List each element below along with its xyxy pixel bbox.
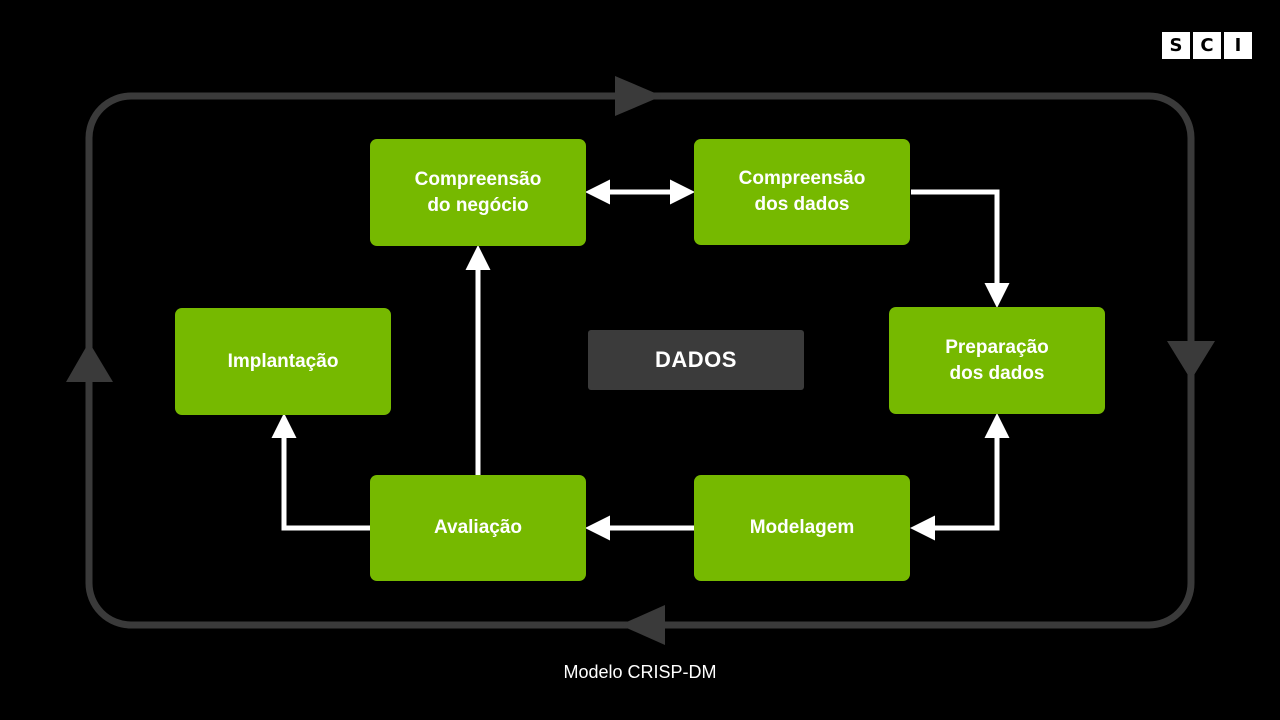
node-modeling[interactable]: Modelagem bbox=[694, 475, 910, 581]
loop-arrow-right bbox=[1167, 341, 1215, 380]
logo-letter-s: S bbox=[1162, 32, 1190, 59]
node-data-understanding[interactable]: Compreensão dos dados bbox=[694, 139, 910, 245]
arrow-data-understanding-preparation bbox=[911, 189, 1010, 308]
node-deployment[interactable]: Implantação bbox=[175, 308, 391, 415]
arrow-evaluation-deployment bbox=[271, 413, 370, 531]
diagram-caption: Modelo CRISP-DM bbox=[563, 662, 717, 682]
node-evaluation[interactable]: Avaliação bbox=[370, 475, 586, 581]
node-data-preparation[interactable]: Preparação dos dados bbox=[889, 307, 1105, 414]
loop-arrow-top bbox=[615, 76, 662, 116]
logo-letter-i: I bbox=[1224, 32, 1252, 59]
node-business-understanding[interactable]: Compreensão do negócio bbox=[370, 139, 586, 246]
loop-arrow-bottom bbox=[620, 605, 665, 645]
loop-arrow-left bbox=[66, 342, 113, 382]
arrow-preparation-modeling bbox=[910, 413, 1010, 541]
logo-letter-c: C bbox=[1193, 32, 1221, 59]
node-data-center: DADOS bbox=[588, 330, 804, 390]
sci-logo: S C I bbox=[1162, 32, 1252, 59]
